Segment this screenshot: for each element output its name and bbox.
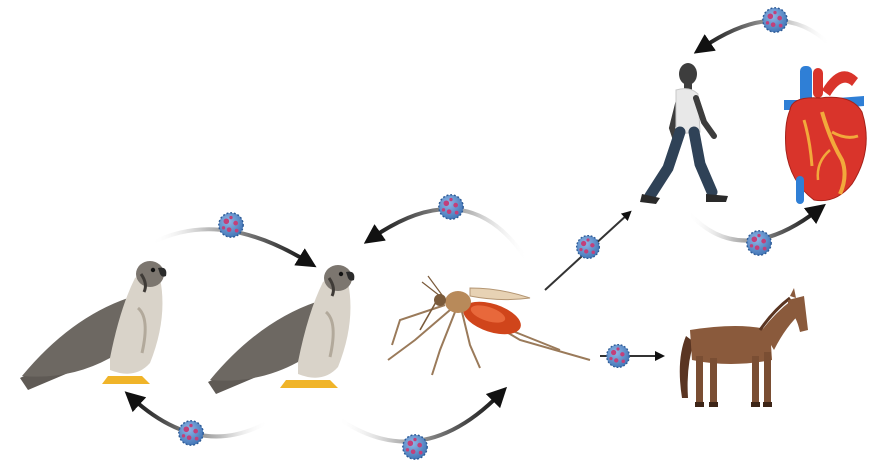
virus-icon	[219, 213, 243, 237]
virus-icon	[763, 8, 787, 32]
walking-human-icon	[640, 63, 728, 204]
mosquito-icon	[388, 276, 590, 375]
virus-icon	[179, 421, 203, 445]
virus-icon	[607, 345, 630, 368]
falcon-icon	[208, 265, 354, 394]
horse-icon	[680, 288, 808, 407]
arrow-falcon2-to-mosquito	[338, 394, 500, 442]
virus-icon	[403, 435, 427, 459]
virus-icon	[747, 231, 771, 255]
heart-icon	[784, 66, 866, 201]
virus-icon	[577, 236, 600, 259]
falcon-icon	[20, 261, 166, 390]
virus-icon	[439, 195, 463, 219]
